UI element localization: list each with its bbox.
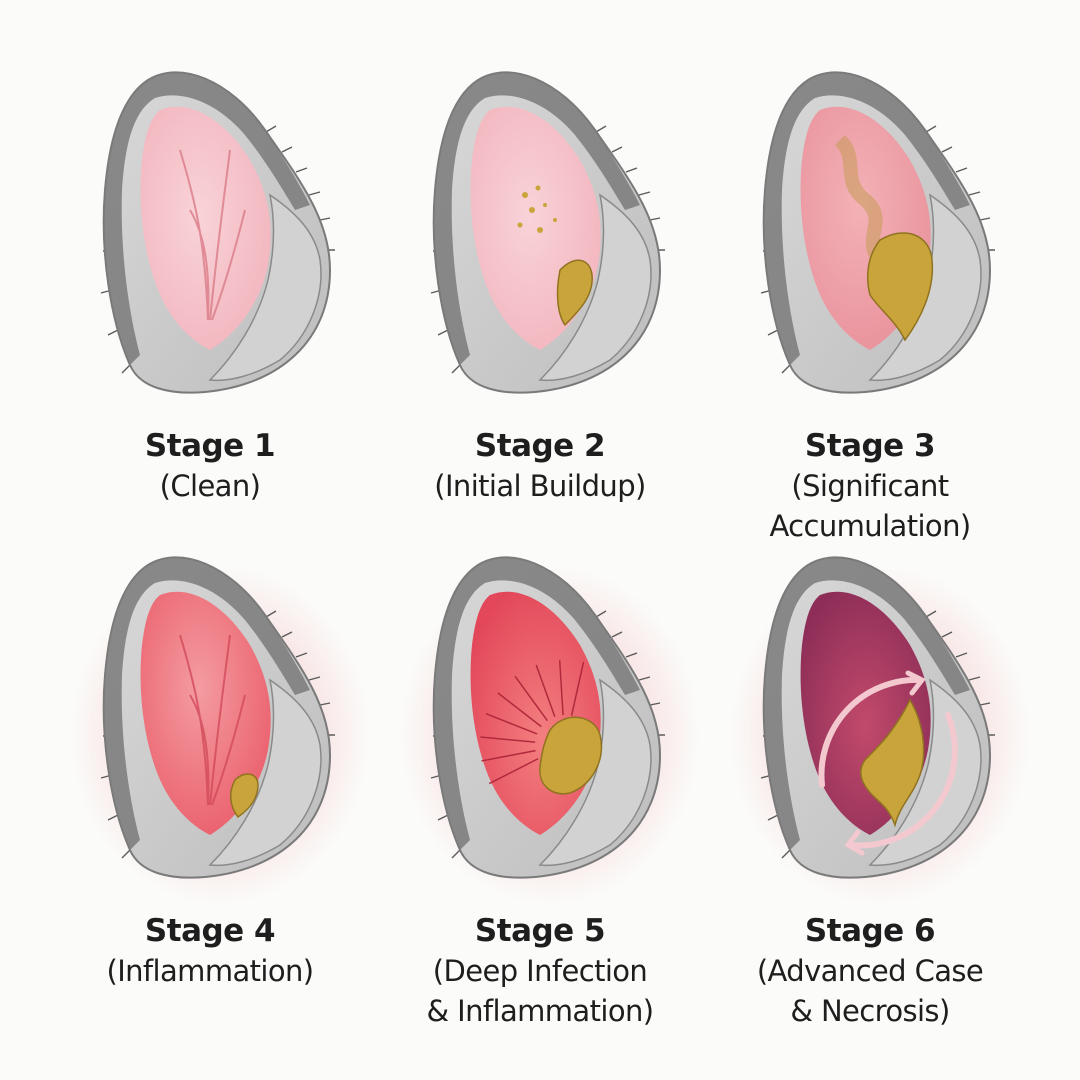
wax-speck xyxy=(522,192,528,198)
stage-caption: Stage 1 (Clean) xyxy=(30,426,390,506)
stage-caption: Stage 3 (Significant Accumulation) xyxy=(690,426,1050,546)
stage-title: Stage 5 xyxy=(474,913,606,949)
stage-title: Stage 1 xyxy=(144,428,276,464)
ear-rim xyxy=(763,72,970,365)
ear-rim xyxy=(433,72,640,365)
wax-speck xyxy=(543,203,547,207)
stage-description: (Clean) xyxy=(159,469,261,503)
stage-caption: Stage 5 (Deep Infection & Inflammation) xyxy=(360,911,720,1031)
wax-speck xyxy=(529,207,535,213)
stage-description: (Deep Infection & Inflammation) xyxy=(426,954,655,1028)
ear-flap xyxy=(208,678,322,867)
ear-illustration xyxy=(730,556,1030,905)
ear-illustration xyxy=(430,71,665,394)
stage-description: (Inflammation) xyxy=(106,954,314,988)
ear-rim xyxy=(103,557,310,850)
wax-speck xyxy=(553,218,557,222)
stage-2: Stage 2 (Initial Buildup) xyxy=(360,20,720,560)
infection-rays xyxy=(480,660,585,785)
stage-description: (Advanced Case & Necrosis) xyxy=(756,954,984,1028)
stage-6: Stage 6 (Advanced Case & Necrosis) xyxy=(690,505,1050,1045)
circular-arrows-icon xyxy=(818,670,958,856)
wax-deposit xyxy=(230,773,259,819)
wax-smear xyxy=(834,135,886,265)
ear-illustration xyxy=(70,556,370,905)
ear-rim xyxy=(433,557,640,850)
stage-1: Stage 1 (Clean) xyxy=(30,20,390,560)
stage-4: Stage 4 (Inflammation) xyxy=(30,505,390,1045)
stage-title: Stage 3 xyxy=(804,428,936,464)
wax-speck xyxy=(537,227,543,233)
ear-illustration xyxy=(400,556,700,905)
wax-speck xyxy=(535,185,541,191)
stage-title: Stage 4 xyxy=(144,913,276,949)
stage-title: Stage 6 xyxy=(804,913,936,949)
ear-illustration xyxy=(760,71,995,394)
wax-deposit xyxy=(539,716,603,795)
ear-rim xyxy=(103,72,310,365)
ear-inner-skin xyxy=(140,106,271,351)
ear-illustration xyxy=(100,71,335,394)
stage-caption: Stage 2 (Initial Buildup) xyxy=(360,426,720,506)
stage-caption: Stage 6 (Advanced Case & Necrosis) xyxy=(690,911,1050,1031)
ear-flap xyxy=(538,193,652,382)
ear-flap xyxy=(208,193,322,382)
wax-deposit xyxy=(860,698,925,828)
stage-caption: Stage 4 (Inflammation) xyxy=(30,911,390,991)
stage-description: (Significant Accumulation) xyxy=(769,469,971,543)
stage-description: (Initial Buildup) xyxy=(434,469,646,503)
ear-veins xyxy=(179,149,246,321)
stage-5: Stage 5 (Deep Infection & Inflammation) xyxy=(360,505,720,1045)
stage-3: Stage 3 (Significant Accumulation) xyxy=(690,20,1050,560)
ear-rim xyxy=(763,557,970,850)
wax-deposit xyxy=(867,232,934,342)
stage-title: Stage 2 xyxy=(474,428,606,464)
wax-deposit xyxy=(556,259,593,327)
wax-speck xyxy=(517,222,523,228)
ear-inner-skin xyxy=(140,591,271,835)
ear-veins xyxy=(179,634,246,806)
